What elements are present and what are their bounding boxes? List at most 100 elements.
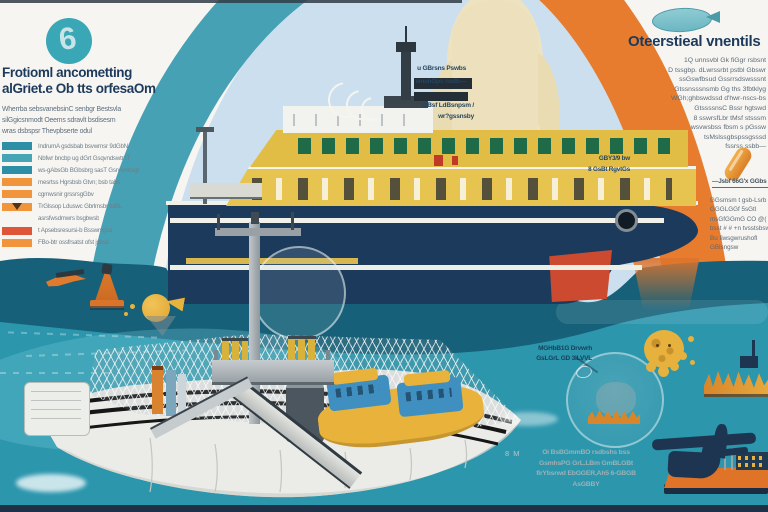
wave-line bbox=[0, 372, 120, 374]
right-paragraph-line: 1Q unnsvbl Gk fiGgr rsbsnt bbox=[684, 57, 766, 64]
deck-tier-lower bbox=[226, 166, 696, 206]
bottom-caption-line: GsmhsPG GrL.LBm GmBLGBt bbox=[539, 459, 633, 467]
bottom-caption-line: AsGBBY bbox=[572, 480, 600, 488]
side-paragraph-line: msGfGGmG CO @( bbox=[710, 215, 767, 223]
waterline-callout-line: MGHbB1G Drvwrh bbox=[538, 345, 592, 352]
dome-cage bbox=[252, 246, 346, 340]
machinery-windows bbox=[405, 387, 453, 402]
right-title: Oteerstieal vnentils bbox=[628, 33, 761, 50]
left-title-line1: Frotioml ancometting bbox=[2, 65, 132, 80]
mast-callout-line: wnshGps nsdb— bbox=[415, 78, 467, 85]
foam-patch bbox=[498, 412, 558, 426]
swatch-triangle-marker bbox=[12, 202, 22, 210]
side-paragraph-line: GGsmsm t gsb-Lsrb bbox=[710, 197, 767, 204]
blue-post bbox=[166, 370, 176, 416]
side-paragraph-line: GGGLGGf 5sGtl bbox=[710, 206, 757, 214]
octopus-tentacle bbox=[679, 352, 687, 360]
logo-badge: 6 bbox=[46, 18, 92, 64]
mast-head bbox=[396, 42, 416, 52]
capsule-caption: —Jsbf 66G'x GGbs bbox=[712, 178, 768, 188]
octopus-dot bbox=[688, 336, 694, 342]
octopus-eye bbox=[656, 344, 659, 347]
legend-row: asrsfwsdmwrs bsgbwsb bbox=[2, 213, 164, 225]
tower-platform bbox=[212, 360, 334, 385]
intro-paragraph-line: silGgicsnmodt Oeems sdravlt bsdisesm bbox=[2, 117, 116, 124]
right-paragraph-line: tsMslssgbspssgsssd bbox=[704, 133, 766, 141]
bridge-callout-line: wr?gssnsby bbox=[438, 113, 474, 120]
legend-row: TrGlssop Lduswc Gbrlmsbr lstBL bbox=[2, 200, 164, 212]
hull-stripe-upper bbox=[170, 218, 664, 223]
legend-label: ws-gAbsGb BGbsbrg sasT Gsrvwnbsgt bbox=[38, 166, 139, 174]
platform-post bbox=[326, 350, 330, 362]
legend-label: mesrtss Hgrsbsb Gtvn; bsb tabs bbox=[38, 178, 121, 186]
crossbar-antenna bbox=[217, 214, 220, 230]
barge-deck-blocks bbox=[736, 452, 768, 470]
bow-callout-line: GBY3/9 bw bbox=[598, 155, 630, 162]
legend-row: Nbfwr bncbp ug dGrt Gsqvndswtr tT bbox=[2, 152, 164, 164]
bridge-wing-slab bbox=[190, 183, 262, 199]
radar-bar bbox=[414, 92, 468, 101]
deck-tier-upper bbox=[250, 130, 688, 167]
pale-post bbox=[178, 374, 186, 416]
orange-post bbox=[152, 366, 163, 414]
side-paragraph-line: Bu fiwsgwrushofl bbox=[710, 234, 758, 242]
crossbar-antenna bbox=[291, 212, 294, 230]
legend-label: TrGlssop Lduswc Gbrlmsbr lstBL bbox=[38, 203, 123, 211]
legend-swatch bbox=[2, 178, 32, 187]
barge-mast bbox=[731, 448, 733, 470]
depth-label: 8 M bbox=[505, 449, 521, 458]
barge-windows bbox=[738, 463, 766, 467]
barge-windows bbox=[738, 456, 766, 460]
stern-cabin bbox=[24, 382, 90, 436]
antenna-spike bbox=[405, 26, 407, 44]
cone-buoy-base bbox=[90, 300, 124, 308]
spiky-vessel-mast bbox=[752, 340, 755, 358]
arch-underwater-column bbox=[632, 258, 700, 310]
top-edge-strip bbox=[0, 0, 462, 3]
side-paragraph: GGsmsm t gsb-Lsrb GGGLGGf 5sGtl msGfGGmG… bbox=[710, 196, 768, 252]
side-paragraph-line: bsst # # +n tvsstsbsw bbox=[710, 225, 768, 233]
right-paragraph-line: GtssssnsC Bssr hgtswd bbox=[694, 104, 766, 112]
yellow-figures bbox=[288, 336, 316, 363]
buoy-dot bbox=[130, 304, 135, 309]
waterline-callout-line: GsLGrL GD 3ILVVL bbox=[536, 355, 592, 362]
legend-label: IndrumA gsdsbab bsvwrnsr 9dGbN bbox=[38, 142, 128, 150]
right-paragraph: 1Q unnsvbl Gk fiGgr rsbsnt D tssgbp. dLw… bbox=[630, 56, 766, 152]
logo-glyph: 6 bbox=[56, 19, 79, 58]
right-paragraph-line: ssGswfbsud Gssrrsdswsssnt bbox=[679, 76, 766, 84]
octopus-eye bbox=[668, 344, 671, 347]
legend-swatch bbox=[2, 154, 32, 163]
legend-label: asrsfwsdmwrs bsgbwsb bbox=[38, 215, 100, 223]
platform-post bbox=[214, 350, 218, 362]
foam-patch bbox=[16, 474, 86, 492]
bridge-ticks bbox=[293, 114, 423, 126]
legend-label: FBo-btr ossfrsatst ofst jsbss bbox=[38, 239, 109, 247]
cone-buoy-tip bbox=[101, 263, 113, 275]
right-paragraph-line: wsvwsbss fbsm s pGssw bbox=[690, 124, 766, 132]
bow-callout-line: 8 GsBt RgvtGs bbox=[588, 166, 630, 173]
lamp-pole bbox=[203, 130, 207, 204]
octopus-tentacle bbox=[670, 362, 679, 371]
buoy-dot bbox=[124, 312, 128, 316]
legend-swatch bbox=[2, 142, 32, 151]
side-paragraph-line: GBlsngsw bbox=[710, 244, 739, 252]
bridge-deckhouse bbox=[283, 106, 433, 133]
right-paragraph-line: WGh;ghbswdssd d'hwr-nscs-bs bbox=[671, 95, 766, 103]
machinery-unit bbox=[396, 369, 464, 418]
legend-swatch-empty bbox=[2, 215, 32, 223]
legend-row: FBo-btr ossfrsatst ofst jsbss bbox=[2, 237, 164, 249]
legend-row: t Apsebsresursi-b Bsswrsgsa bbox=[2, 225, 164, 237]
crossbar-box bbox=[251, 212, 259, 224]
tower-crossbar bbox=[215, 228, 301, 236]
legend-label: cgmwsnir grssrsgGbv bbox=[38, 190, 94, 198]
barge-mast bbox=[724, 450, 726, 470]
bottom-caption-line: Oi BsBGmmBO rsdbshs bss bbox=[542, 449, 630, 456]
lamp-pole-top bbox=[196, 127, 214, 132]
red-door bbox=[434, 155, 443, 166]
intro-paragraph-line: Wherrba sebsvanebsinC senbgr Bestsvla bbox=[2, 106, 121, 113]
bottom-caption: Oi BsBGmmBO rsdbshs bss GsmhsPG GrL.LBm … bbox=[524, 448, 648, 490]
mast-callout-line: u GBrsns Pswbs bbox=[417, 65, 466, 72]
legend-row: cgmwsnir grssrsgGbv bbox=[2, 188, 164, 200]
bottom-caption-line: firYbsrwd EbGGER,Ah5 6-GBGB bbox=[536, 470, 636, 477]
